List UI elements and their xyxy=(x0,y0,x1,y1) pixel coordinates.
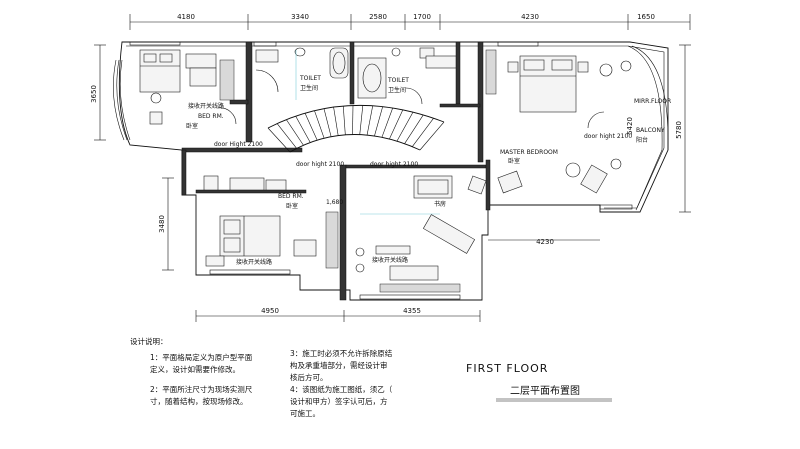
note-line-1: 1：平面格局定义为原户型平面 xyxy=(150,352,253,362)
windows xyxy=(129,41,633,300)
wiring-label-2: 接收开关线路 xyxy=(236,258,272,266)
top-dimension-chain: 4180 3340 2580 1700 4230 1650 xyxy=(129,13,691,30)
toilet-1-label: TOILET xyxy=(299,75,321,82)
balcony-cn-label: 阳台 xyxy=(636,136,648,144)
study-furniture xyxy=(355,175,487,293)
master-bedroom-furniture xyxy=(485,49,632,194)
note-line-7: 核后方可。 xyxy=(290,372,328,382)
dim-top-4: 1700 xyxy=(413,13,431,21)
stair-tread xyxy=(374,106,383,137)
dim-left-lower: 3480 xyxy=(158,215,166,233)
right-dimension-chain: 5780 5420 xyxy=(626,44,691,213)
note-line-4: 寸，随着结构，按现场修改。 xyxy=(150,396,248,406)
exterior-walls xyxy=(113,41,669,301)
left-dimension-chain: 3650 3480 xyxy=(90,44,174,271)
wiring-label-3: 接收开关线路 xyxy=(372,256,408,264)
notes-heading: 设计说明： xyxy=(130,336,168,346)
door-height-4: door hight 2100 xyxy=(584,133,632,140)
stair-tread xyxy=(295,116,311,143)
bed-rm-top-label: BED RM. xyxy=(198,113,224,120)
dim-left-upper: 3650 xyxy=(90,85,98,103)
drawing-subtitle: 二层平面布置图 xyxy=(510,385,580,397)
dim-top-2: 3340 xyxy=(291,13,309,21)
note-line-10: 可施工。 xyxy=(290,408,320,418)
stair-tread xyxy=(352,105,354,135)
note-line-8: 4：该图纸为施工图纸，须乙（ xyxy=(290,384,393,394)
note-line-3: 2：平面所注尺寸为现场实测尺 xyxy=(150,384,253,394)
drawing-title: FIRST FLOOR xyxy=(466,362,548,375)
stair-tread xyxy=(404,114,424,144)
design-notes: 设计说明： 1：平面格局定义为原户型平面 定义，设计如需要作修改。 2：平面所注… xyxy=(130,336,393,418)
stair-tread xyxy=(267,127,291,153)
stair-tread xyxy=(419,121,445,151)
note-line-6: 构及承重墙部分，需经设计审 xyxy=(290,360,388,370)
wiring-label-1: 接收开关线路 xyxy=(188,102,224,110)
bed-rm-top-cn-label: 卧室 xyxy=(186,122,198,130)
stair-tread xyxy=(381,107,393,138)
stair-tread xyxy=(389,109,404,140)
stair-tread xyxy=(323,108,332,137)
dim-top-5: 4230 xyxy=(521,13,539,21)
dim-mid-right: 4230 xyxy=(536,238,554,246)
stair-tread xyxy=(333,107,339,136)
mirror-floor-label: MIRR.FLOOR xyxy=(634,98,671,105)
master-bedroom-label: MASTER BEDROOM xyxy=(500,149,558,156)
interior-walls xyxy=(181,41,491,301)
stair-tread xyxy=(412,118,434,147)
dim-top-1: 4180 xyxy=(177,13,195,21)
dim-mid-small: 1,680 xyxy=(326,199,343,206)
toilet-2-cn-label: 卫生间 xyxy=(388,86,406,94)
door-height-1: door Hight 2100 xyxy=(214,141,263,148)
stair-tread xyxy=(359,105,364,135)
curved-staircase xyxy=(267,105,445,153)
dim-bottom-right: 4355 xyxy=(403,307,421,315)
bedroom-lower-furniture xyxy=(203,175,339,269)
stair-tread xyxy=(314,110,325,139)
door-height-2: door hight 2100 xyxy=(296,161,344,168)
note-line-5: 3：施工时必须不允许拆除原结 xyxy=(290,348,393,358)
toilet-1-fixtures xyxy=(255,47,349,100)
stair-tread xyxy=(276,123,297,149)
door-height-3: door hight 2100 xyxy=(370,161,418,168)
stair-tread xyxy=(396,112,414,142)
stair-tread xyxy=(366,105,373,136)
stair-tread xyxy=(304,113,318,141)
title-block: FIRST FLOOR 二层平面布置图 xyxy=(466,362,612,402)
note-line-9: 设计和甲方）签字认可后，方 xyxy=(290,396,388,406)
toilet-1-cn-label: 卫生间 xyxy=(300,84,318,92)
bed-rm-lower-label: BED RM. xyxy=(278,193,304,200)
dim-top-3: 2580 xyxy=(369,13,387,21)
dim-right-upper: 5780 xyxy=(675,121,683,139)
note-line-2: 定义，设计如需要作修改。 xyxy=(150,364,240,374)
dim-top-6: 1650 xyxy=(637,13,655,21)
bedroom-top-furniture xyxy=(139,49,237,125)
dim-right-inner: 5420 xyxy=(626,117,634,135)
bottom-dimension-chain: 4950 4355 4230 xyxy=(195,238,600,322)
dim-bottom-left: 4950 xyxy=(261,307,279,315)
stair-tread xyxy=(286,119,304,146)
bed-rm-lower-cn-label: 卧室 xyxy=(286,202,298,210)
stair-tread xyxy=(342,106,346,135)
balcony-label: BALCONY xyxy=(636,127,665,134)
study-cn-label: 书房 xyxy=(434,200,446,208)
toilet-2-fixtures xyxy=(357,47,457,105)
master-bedroom-cn-label: 卧室 xyxy=(508,157,520,165)
toilet-2-label: TOILET xyxy=(387,77,409,84)
